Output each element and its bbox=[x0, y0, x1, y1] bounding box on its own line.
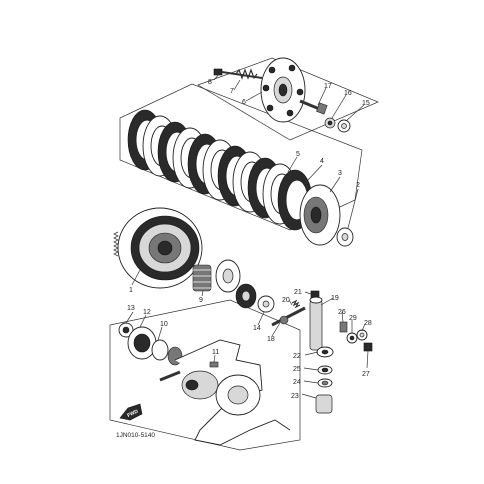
callout-20: 20 bbox=[282, 297, 290, 304]
callout-7: 7 bbox=[230, 88, 234, 95]
push-rod bbox=[299, 99, 328, 115]
callout-17: 17 bbox=[324, 83, 332, 90]
callout-28: 28 bbox=[364, 320, 372, 327]
woodruff-key bbox=[209, 361, 219, 368]
callout-6: 6 bbox=[242, 99, 246, 106]
callout-15: 15 bbox=[362, 100, 370, 107]
callout-27: 27 bbox=[362, 371, 370, 378]
callout-23: 23 bbox=[291, 393, 299, 400]
callout-26: 26 bbox=[338, 309, 346, 316]
callout-numbers: 1 2 3 4 5 6 7 8 9 10 11 12 13 14 15 16 1… bbox=[127, 79, 372, 400]
seal-stack bbox=[315, 365, 333, 414]
crankshaft-panel-outline bbox=[109, 299, 301, 451]
primary-drive-gear bbox=[215, 259, 241, 293]
clutch-spring bbox=[235, 68, 258, 80]
pressure-plate-panel-outline bbox=[197, 57, 379, 141]
leader-lines bbox=[125, 73, 369, 399]
push-lever-axle bbox=[271, 306, 306, 327]
clutch-boss bbox=[299, 184, 341, 246]
adjusting-screw-set bbox=[339, 321, 373, 352]
callout-13: 13 bbox=[127, 305, 135, 312]
gear-washer bbox=[257, 295, 275, 313]
callout-22: 22 bbox=[293, 353, 301, 360]
push-lever-shaft bbox=[309, 290, 323, 351]
clutch-housing bbox=[113, 207, 203, 289]
callout-18: 18 bbox=[267, 336, 275, 343]
push-lever-seal bbox=[316, 346, 334, 358]
callout-24: 24 bbox=[293, 379, 301, 386]
callout-3: 3 bbox=[338, 170, 342, 177]
push-lever-spring bbox=[291, 299, 301, 309]
callout-8: 8 bbox=[208, 79, 212, 86]
kick-spring bbox=[192, 264, 212, 292]
callout-1: 1 bbox=[129, 287, 133, 294]
forward-label: FWD bbox=[126, 408, 139, 418]
callout-25: 25 bbox=[293, 366, 301, 373]
oil-pump-drive-gear bbox=[235, 283, 257, 309]
callout-9: 9 bbox=[199, 297, 203, 304]
callout-4: 4 bbox=[320, 158, 324, 165]
lock-nut bbox=[324, 117, 336, 129]
thrust-washer bbox=[336, 227, 354, 247]
callout-21: 21 bbox=[294, 289, 302, 296]
crankshaft bbox=[159, 339, 291, 446]
callout-19: 19 bbox=[331, 295, 339, 302]
drawing-code: 1JN010-5140 bbox=[116, 432, 155, 439]
callout-5: 5 bbox=[296, 151, 300, 158]
callout-12: 12 bbox=[143, 309, 151, 316]
callout-29: 29 bbox=[349, 315, 357, 322]
crank-gears bbox=[118, 322, 183, 366]
callout-10: 10 bbox=[160, 321, 168, 328]
callout-11: 11 bbox=[212, 349, 219, 356]
callout-16: 16 bbox=[344, 90, 352, 97]
lock-washer bbox=[337, 119, 351, 133]
pressure-plate bbox=[260, 57, 306, 123]
callout-2: 2 bbox=[356, 182, 360, 189]
forward-arrow-badge: FWD bbox=[119, 403, 143, 421]
callout-14: 14 bbox=[253, 325, 261, 332]
